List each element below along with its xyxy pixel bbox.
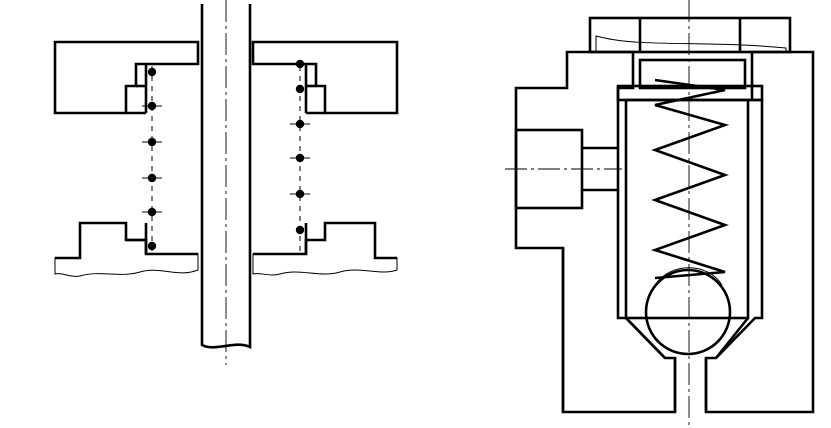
housing: [54, 221, 398, 277]
gland-flange: [53, 40, 399, 115]
spring-check-valve-section: [505, 0, 815, 428]
packing-ring: [147, 241, 157, 251]
packing-ring: [147, 67, 157, 77]
side-port: [505, 128, 622, 210]
packing-ring: [295, 225, 305, 235]
valve-seat-rings: [616, 58, 764, 359]
ball: [644, 268, 732, 356]
shaft: [200, 0, 252, 365]
spring: [650, 78, 730, 280]
packing-rings-left: [142, 66, 162, 252]
valve-cap: [588, 16, 792, 54]
packing-rings-right: [290, 59, 310, 252]
packing-ring: [295, 84, 305, 94]
outlet-channel: [673, 358, 708, 412]
packing-ring: [295, 59, 305, 69]
shaft-seal-section: [53, 0, 399, 365]
